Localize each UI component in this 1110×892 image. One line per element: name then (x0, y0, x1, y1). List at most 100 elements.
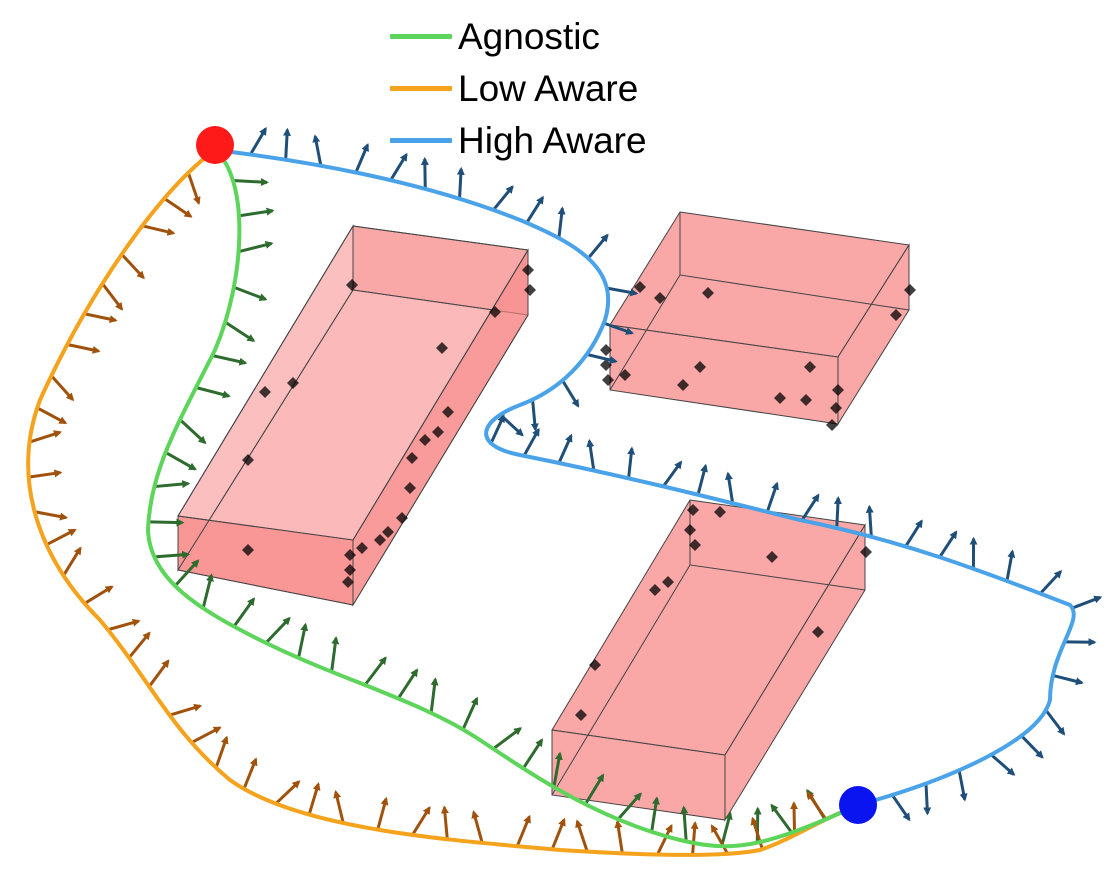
blue-force-arrow (489, 414, 505, 444)
green-force-arrow (173, 559, 200, 587)
legend-item-low-aware: Low Aware (390, 62, 710, 114)
blue-force-arrow (938, 530, 958, 559)
orange-force-arrow (84, 312, 118, 324)
contact-diamond (396, 512, 408, 524)
orange-force-arrow (50, 374, 75, 402)
contact-diamond (344, 564, 356, 576)
orange-force-arrow (28, 469, 63, 479)
green-force-arrow (195, 386, 231, 399)
green-force-arrow (720, 811, 733, 847)
green-force-arrow (330, 636, 340, 672)
blue-force-arrow (492, 185, 514, 211)
low-aware-arrows (28, 172, 828, 856)
blue-force-arrow (249, 126, 267, 156)
blue-force-arrow (1005, 549, 1016, 582)
blue-force-arrow (627, 446, 636, 479)
blue-force-arrow (724, 471, 735, 504)
contact-diamond (406, 452, 418, 464)
green-force-arrow (224, 320, 256, 342)
orange-force-arrow (190, 726, 222, 744)
orange-force-arrow (614, 819, 624, 854)
contact-diamond (419, 434, 431, 446)
orange-force-arrow (148, 659, 170, 688)
legend: Agnostic Low Aware High Aware (390, 10, 710, 166)
blue-force-arrow (662, 460, 683, 488)
green-force-arrow (148, 518, 185, 527)
obstacle-box-1 (177, 224, 529, 607)
high-aware-trajectory (214, 148, 1076, 807)
contact-diamond (489, 306, 501, 318)
contact-diamond (662, 576, 674, 588)
contact-diamond (830, 402, 842, 414)
orange-force-arrow (550, 817, 566, 850)
legend-label-low-aware: Low Aware (458, 67, 639, 109)
blue-force-arrow (1071, 595, 1103, 610)
contact-diamond (344, 549, 356, 561)
contact-diamond (766, 551, 778, 563)
orange-force-arrow (67, 343, 101, 354)
contact-diamond (382, 526, 394, 538)
green-force-arrow (178, 418, 207, 445)
contact-diamond (589, 659, 601, 671)
contact-diamond (242, 454, 254, 466)
contact-diamond (694, 361, 706, 373)
blue-force-arrow (530, 399, 539, 432)
blue-force-arrow (1044, 709, 1066, 736)
contact-diamond (619, 369, 631, 381)
blue-force-arrow (522, 427, 540, 457)
orange-force-arrow (62, 546, 82, 577)
contact-diamond (860, 546, 872, 558)
orange-force-arrow (127, 631, 151, 659)
contact-diamond (242, 544, 254, 556)
orange-force-arrow (120, 253, 145, 280)
obstacle-box-2 (609, 211, 910, 426)
green-force-arrow (429, 677, 439, 714)
contact-diamond (826, 419, 838, 431)
contact-diamond (832, 384, 844, 396)
legend-item-high-aware: High Aware (390, 114, 710, 166)
blue-force-arrow (990, 753, 1016, 776)
obstacle-box-3 (551, 499, 866, 822)
orange-force-arrow (36, 406, 68, 425)
green-force-arrow (552, 751, 563, 788)
contact-diamond (684, 524, 696, 536)
orange-force-arrow (29, 430, 62, 444)
contact-diamond (356, 542, 368, 554)
blue-force-arrow (525, 195, 545, 224)
legend-label-high-aware: High Aware (458, 119, 647, 161)
green-force-arrow (397, 668, 419, 700)
orange-force-arrow (471, 810, 484, 844)
blue-force-arrow (800, 493, 820, 522)
contact-diamond (649, 584, 661, 596)
orange-force-arrow (806, 791, 828, 821)
blue-force-arrow (904, 519, 923, 548)
green-force-arrow (492, 727, 523, 750)
contact-diamond (800, 394, 812, 406)
blue-force-arrow (603, 321, 634, 335)
green-force-arrow (770, 803, 793, 834)
green-force-arrow (232, 178, 269, 187)
legend-swatch-agnostic (390, 33, 452, 39)
green-force-arrow (680, 805, 689, 842)
blue-force-arrow (890, 794, 911, 822)
green-force-arrow (232, 597, 255, 628)
legend-item-agnostic: Agnostic (390, 10, 710, 62)
orange-force-arrow (690, 821, 699, 856)
contact-diamond (904, 284, 916, 296)
contact-diamond (689, 539, 701, 551)
low-aware-trajectory (26, 148, 859, 857)
orange-force-arrow (107, 618, 141, 632)
contact-diamond (812, 626, 824, 638)
legend-label-agnostic: Agnostic (458, 15, 600, 57)
blue-force-arrow (456, 166, 465, 199)
green-force-arrow (584, 773, 605, 806)
blue-force-arrow (1020, 734, 1044, 759)
blue-force-arrow (557, 206, 566, 239)
contact-diamond (677, 379, 689, 391)
contact-diamond (575, 709, 587, 721)
green-force-arrow (238, 207, 275, 218)
high-aware-arrows (249, 126, 1103, 822)
orange-force-arrow (710, 824, 729, 855)
contact-diamond (522, 264, 534, 276)
